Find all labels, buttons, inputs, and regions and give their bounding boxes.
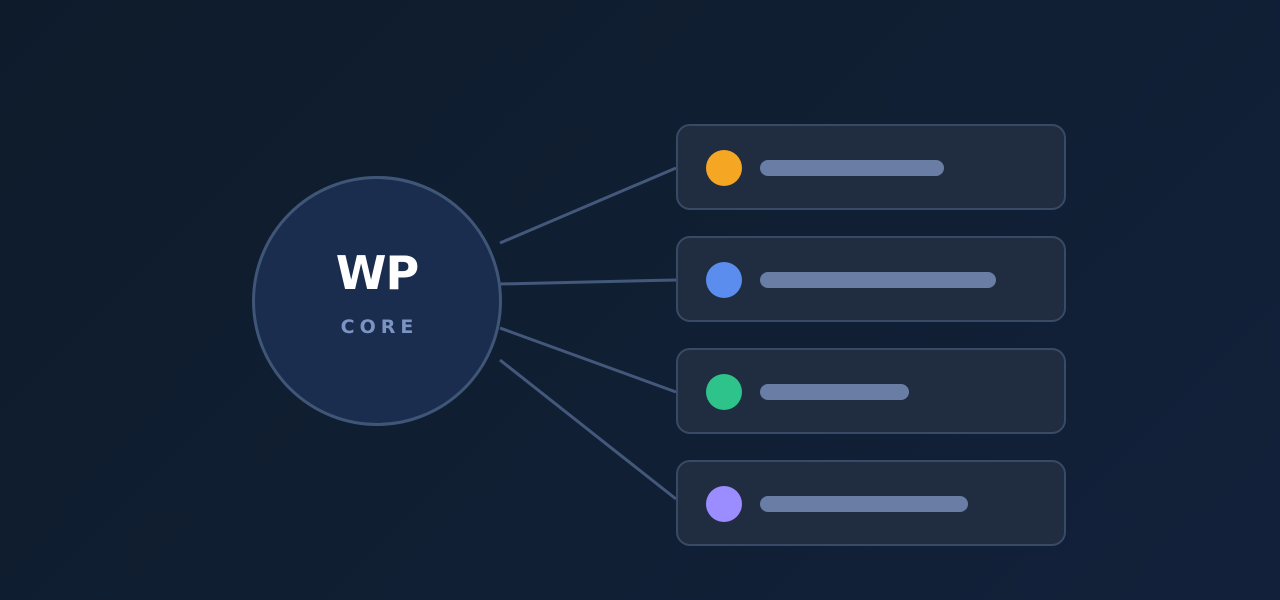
placeholder-bar	[760, 496, 968, 512]
status-dot-icon	[706, 262, 742, 298]
item-card-4	[676, 460, 1066, 546]
item-card-1	[676, 124, 1066, 210]
hub-circle: WP CORE	[252, 176, 502, 426]
status-dot-icon	[706, 486, 742, 522]
connector-line-2	[499, 278, 677, 286]
item-card-2	[676, 236, 1066, 322]
item-card-3	[676, 348, 1066, 434]
placeholder-bar	[760, 384, 909, 400]
hub-subtitle: CORE	[340, 316, 419, 338]
hub-title: WP	[335, 246, 419, 300]
status-dot-icon	[706, 374, 742, 410]
placeholder-bar	[760, 272, 996, 288]
placeholder-bar	[760, 160, 944, 176]
status-dot-icon	[706, 150, 742, 186]
connector-line-1	[499, 166, 677, 245]
connector-line-3	[499, 326, 677, 394]
connector-line-4	[499, 358, 677, 501]
